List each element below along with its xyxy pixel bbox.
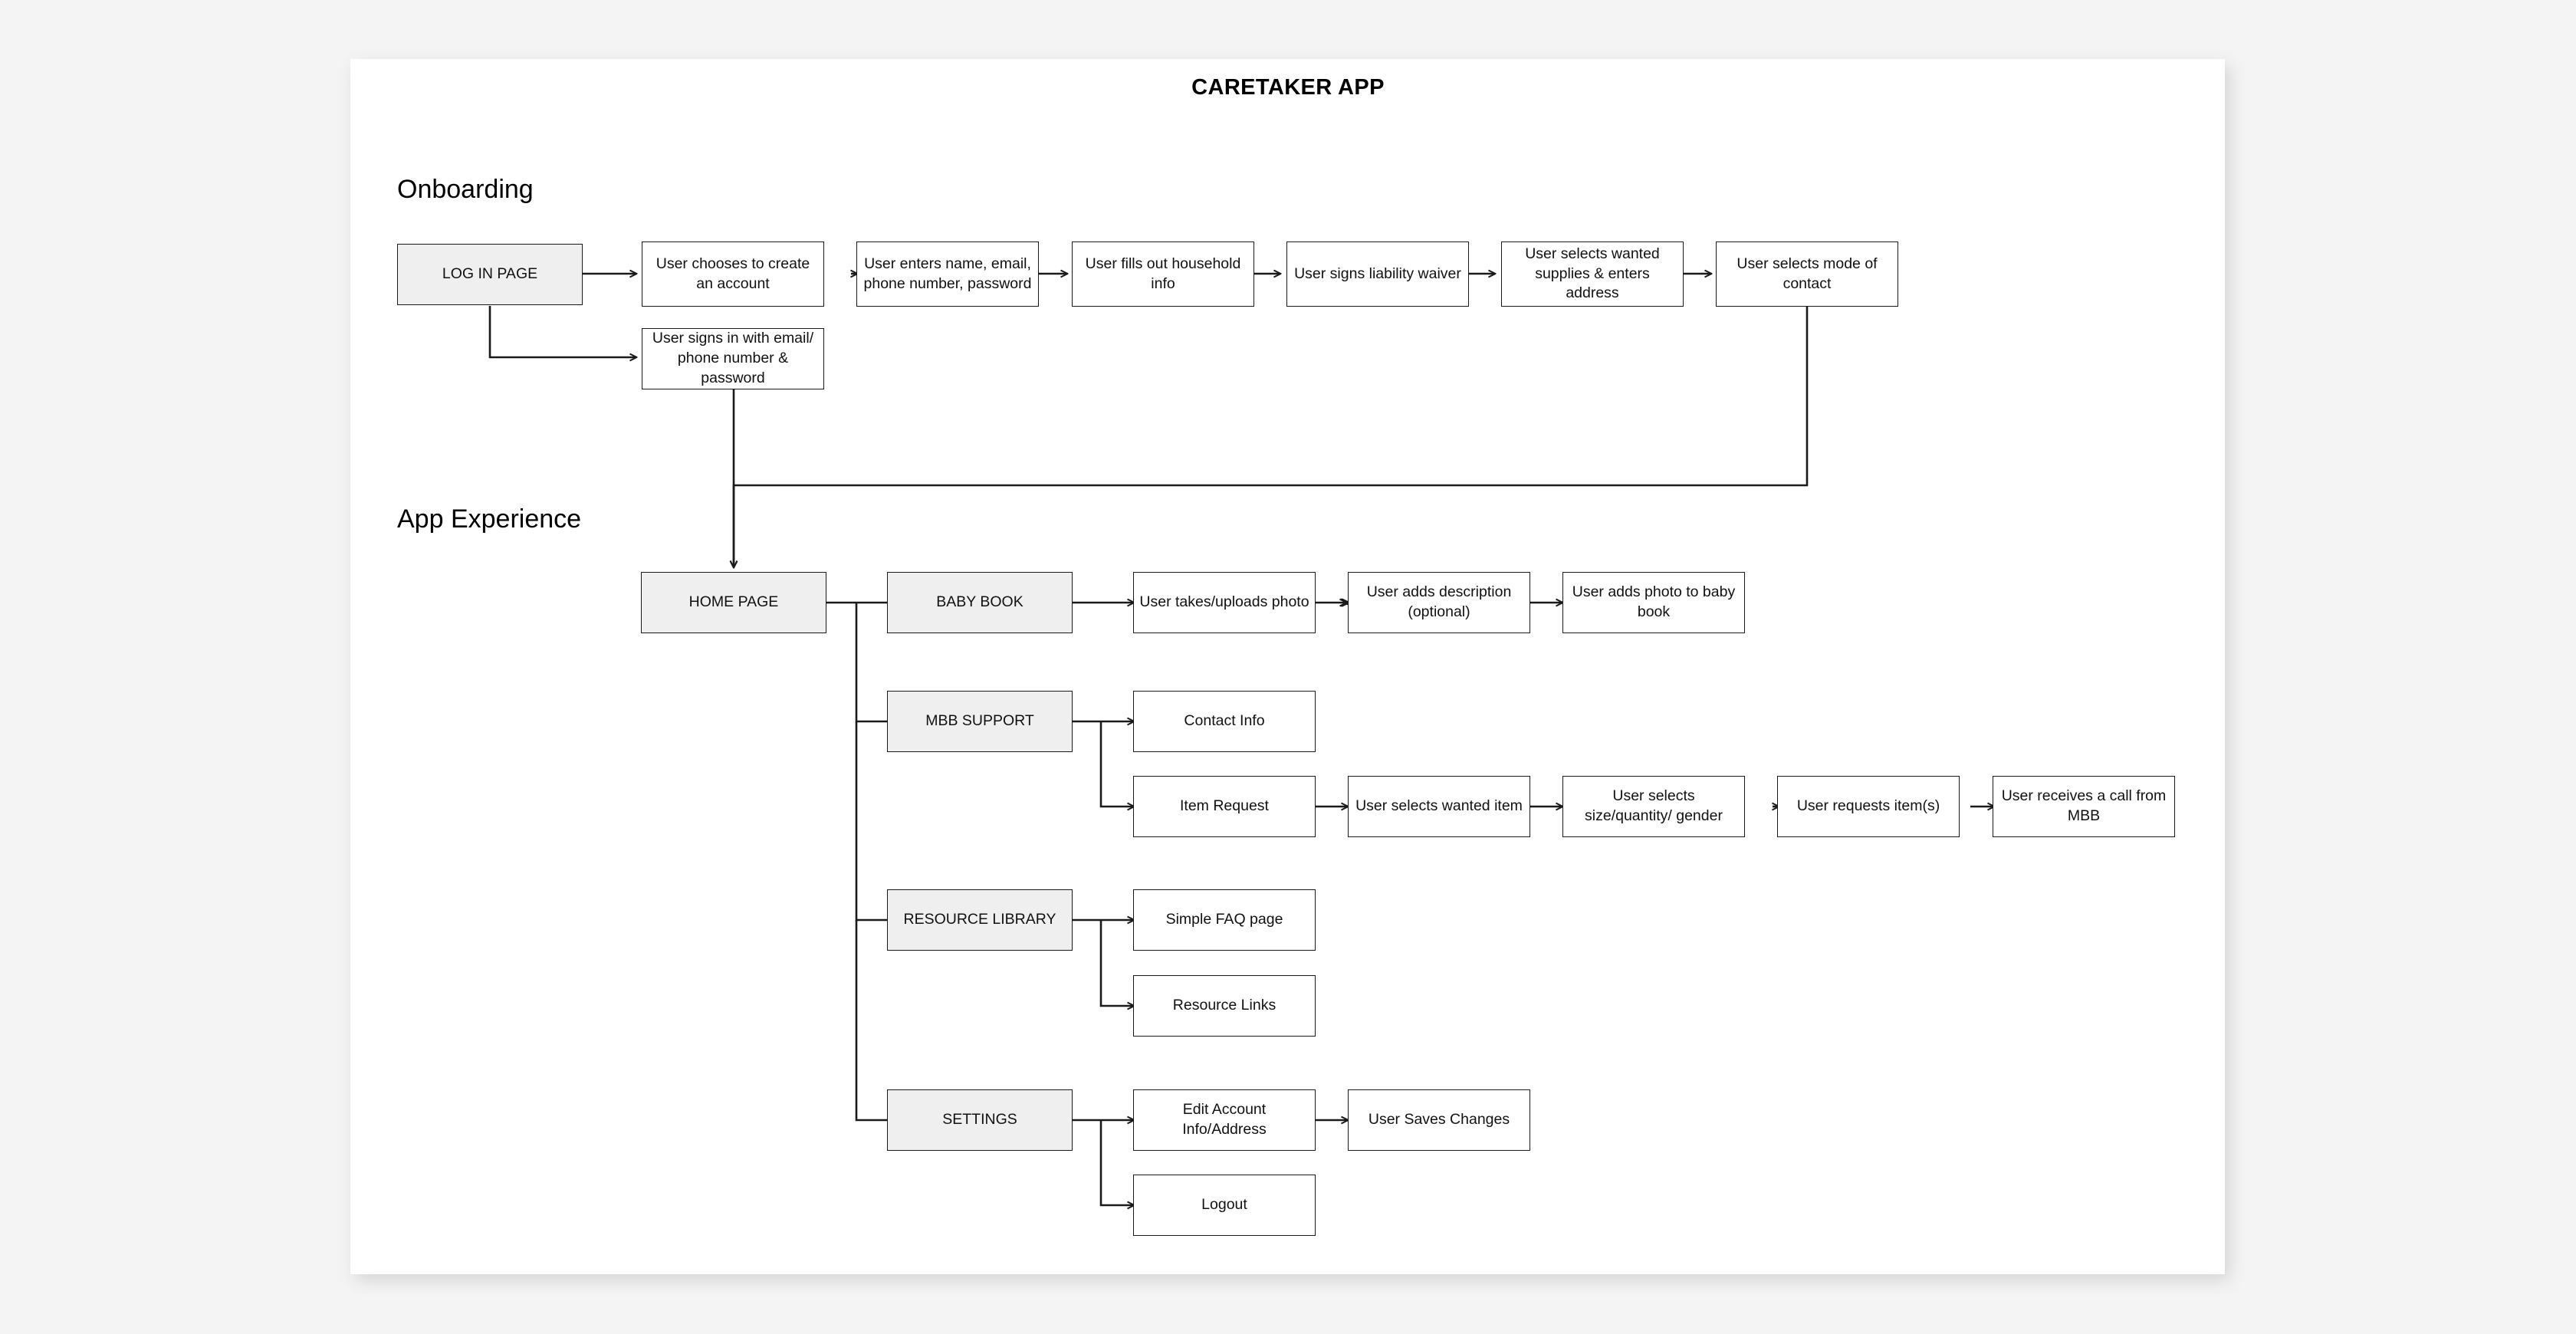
node-home-page[interactable]: HOME PAGE [641, 572, 826, 633]
node-enter-details[interactable]: User enters name, email, phone number, p… [856, 242, 1039, 307]
node-saves-changes[interactable]: User Saves Changes [1348, 1089, 1530, 1151]
node-faq-page[interactable]: Simple FAQ page [1133, 889, 1316, 951]
node-logout[interactable]: Logout [1133, 1175, 1316, 1236]
node-selects-item[interactable]: User selects wanted item [1348, 776, 1530, 837]
node-receives-call[interactable]: User receives a call from MBB [1993, 776, 2175, 837]
node-create-account[interactable]: User chooses to create an account [642, 242, 824, 307]
node-item-request[interactable]: Item Request [1133, 776, 1316, 837]
node-log-in-page[interactable]: LOG IN PAGE [397, 244, 583, 305]
page-title: CARETAKER APP [1191, 75, 1385, 100]
node-requests-items[interactable]: User requests item(s) [1777, 776, 1960, 837]
node-edit-account[interactable]: Edit Account Info/Address [1133, 1089, 1316, 1151]
node-contact-info[interactable]: Contact Info [1133, 691, 1316, 752]
node-sign-in[interactable]: User signs in with email/ phone number &… [642, 328, 824, 389]
node-adds-description[interactable]: User adds description (optional) [1348, 572, 1530, 633]
node-mbb-support[interactable]: MBB SUPPORT [887, 691, 1073, 752]
node-baby-book[interactable]: BABY BOOK [887, 572, 1073, 633]
node-supplies-address[interactable]: User selects wanted supplies & enters ad… [1501, 242, 1684, 307]
node-resource-library[interactable]: RESOURCE LIBRARY [887, 889, 1073, 951]
section-heading-onboarding: Onboarding [397, 175, 534, 204]
section-heading-app-experience: App Experience [397, 504, 582, 534]
node-household-info[interactable]: User fills out household info [1072, 242, 1254, 307]
node-resource-links[interactable]: Resource Links [1133, 975, 1316, 1037]
node-liability-waiver[interactable]: User signs liability waiver [1286, 242, 1469, 307]
node-adds-photo-to-book[interactable]: User adds photo to baby book [1562, 572, 1745, 633]
node-settings[interactable]: SETTINGS [887, 1089, 1073, 1151]
node-selects-size[interactable]: User selects size/quantity/ gender [1562, 776, 1745, 837]
node-mode-of-contact[interactable]: User selects mode of contact [1716, 242, 1898, 307]
node-takes-photo[interactable]: User takes/uploads photo [1133, 572, 1316, 633]
